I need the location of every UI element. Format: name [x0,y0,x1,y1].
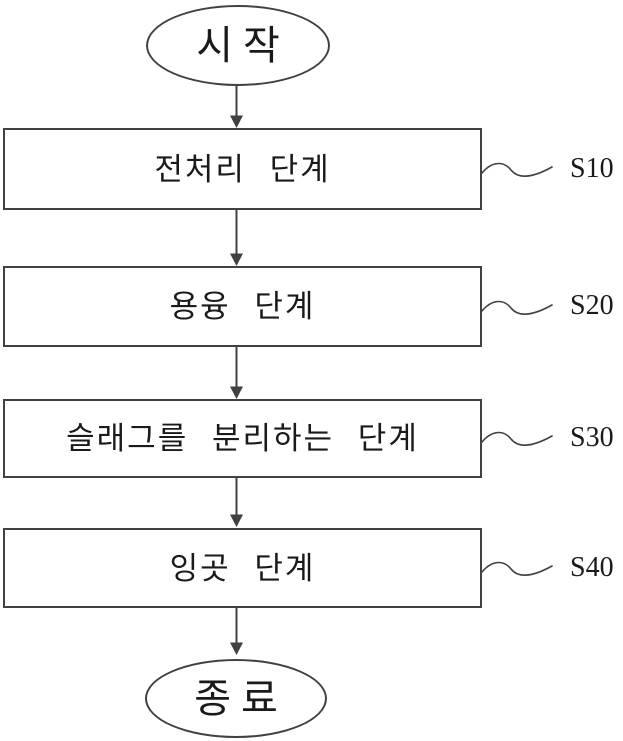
squiggle-leader-s10 [481,162,553,177]
step-box-melting: 용융 단계 [3,266,482,347]
end-terminal: 종료 [145,659,327,738]
step-label: 슬래그를 분리하는 단계 [66,421,419,456]
step-box-slag-separation: 슬래그를 분리하는 단계 [3,399,482,478]
step-label: 전처리 단계 [154,151,331,187]
step-tag-s20: S20 [570,290,614,321]
step-tag-s30: S30 [570,422,614,453]
step-box-pretreatment: 전처리 단계 [3,128,482,210]
down-arrow-step1-to-step2 [230,210,243,266]
start-label: 시작 [196,22,290,68]
step-tag-s40: S40 [570,552,614,583]
down-arrow-step2-to-step3 [230,347,243,399]
end-label: 종료 [194,675,288,721]
start-terminal: 시작 [146,5,330,86]
squiggle-leader-s30 [481,431,553,446]
down-arrow-step3-to-step4 [230,478,243,527]
down-arrow-start-to-step1 [230,82,243,128]
step-box-ingot: 잉곳 단계 [3,528,482,608]
step-label: 용융 단계 [169,289,316,324]
squiggle-leader-s40 [481,561,553,576]
down-arrow-step4-to-end [230,608,243,655]
squiggle-leader-s20 [481,300,553,315]
step-tag-s10: S10 [570,153,614,184]
step-label: 잉곳 단계 [169,550,316,586]
